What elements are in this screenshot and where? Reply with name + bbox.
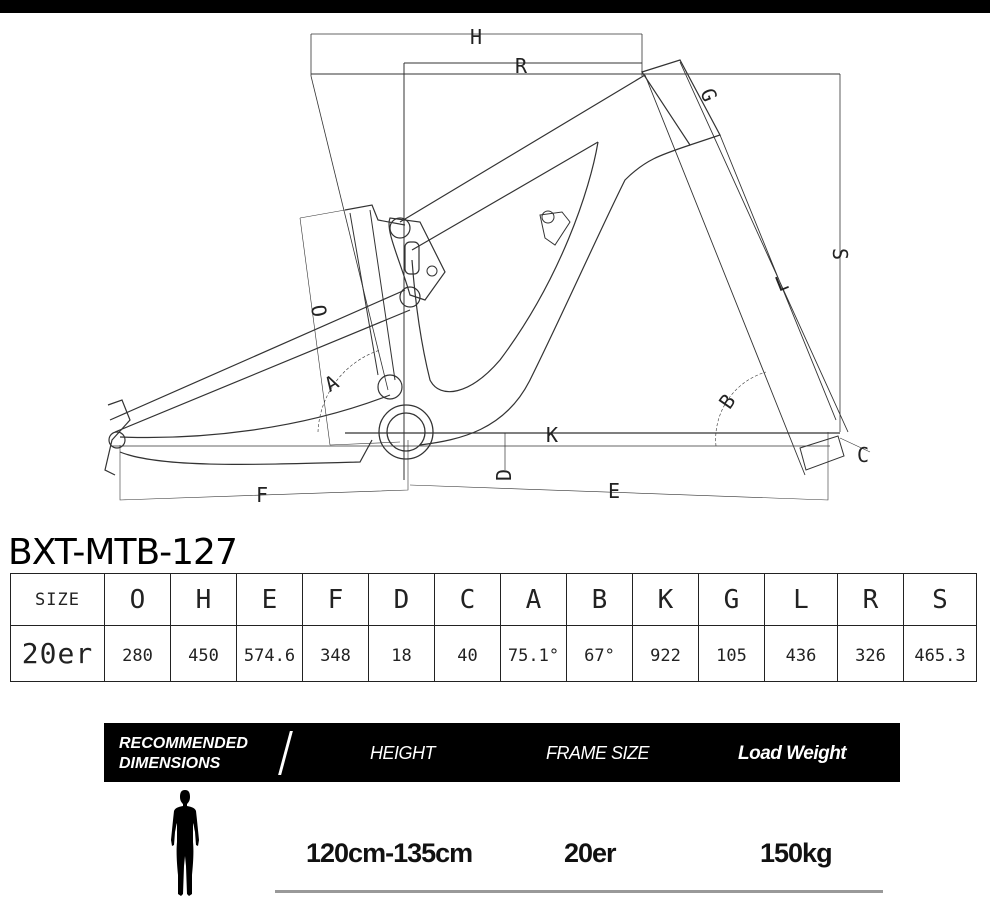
header-r: R (837, 573, 904, 626)
cell-f: 348 (302, 625, 369, 682)
top-black-bar (0, 0, 990, 13)
cell-size: 20er (10, 625, 105, 682)
header-s: S (903, 573, 977, 626)
header-l: L (764, 573, 838, 626)
table-row: 20er 280 450 574.6 348 18 40 75.1° 67° 9… (10, 625, 977, 682)
cell-r: 326 (837, 625, 904, 682)
recommended-dimensions-bar: RECOMMENDED DIMENSIONS HEIGHT FRAME SIZE… (104, 723, 900, 782)
frame-geometry-drawing: H R G S L O A B K C D F E (104, 25, 871, 507)
person-silhouette-icon (171, 790, 199, 896)
cell-l: 436 (764, 625, 838, 682)
header-d: D (368, 573, 435, 626)
header-g: G (698, 573, 765, 626)
svg-text:O: O (306, 303, 332, 319)
recommended-height-value: 120cm-135cm (306, 838, 473, 868)
column-load-weight: Load Weight (738, 743, 847, 764)
header-e: E (236, 573, 303, 626)
cell-s: 465.3 (903, 625, 977, 682)
header-h: H (170, 573, 237, 626)
svg-text:A: A (320, 370, 342, 397)
cell-a: 75.1° (500, 625, 567, 682)
cell-b: 67° (566, 625, 633, 682)
cell-h: 450 (170, 625, 237, 682)
column-frame-size: FRAME SIZE (546, 743, 650, 763)
svg-text:R: R (515, 54, 528, 78)
svg-text:F: F (256, 483, 268, 507)
header-k: K (632, 573, 699, 626)
svg-text:G: G (695, 85, 722, 105)
svg-text:C: C (857, 443, 869, 467)
svg-text:D: D (492, 469, 516, 481)
divider-line (275, 890, 883, 893)
svg-text:E: E (608, 479, 620, 503)
cell-e: 574.6 (236, 625, 303, 682)
svg-text:B: B (714, 390, 741, 414)
cell-o: 280 (104, 625, 171, 682)
header-o: O (104, 573, 171, 626)
table-header-row: SIZE O H E F D C A B K G L R S (10, 573, 977, 626)
header-a: A (500, 573, 567, 626)
column-height: HEIGHT (370, 743, 436, 763)
cell-g: 105 (698, 625, 765, 682)
slash-divider (278, 731, 293, 775)
recommended-title: RECOMMENDED DIMENSIONS (119, 735, 248, 772)
cell-d: 18 (368, 625, 435, 682)
header-size: SIZE (10, 573, 105, 626)
model-title: BXT-MTB-127 (8, 532, 238, 573)
svg-text:H: H (470, 25, 482, 49)
cell-k: 922 (632, 625, 699, 682)
svg-text:S: S (828, 248, 852, 260)
svg-text:K: K (546, 423, 558, 447)
geometry-table: SIZE O H E F D C A B K G L R S 20er 280 … (10, 573, 977, 682)
svg-text:L: L (772, 270, 792, 297)
cell-c: 40 (434, 625, 501, 682)
header-f: F (302, 573, 369, 626)
header-c: C (434, 573, 501, 626)
header-b: B (566, 573, 633, 626)
recommended-load-weight-value: 150kg (760, 838, 833, 868)
recommended-frame-size-value: 20er (564, 838, 617, 868)
